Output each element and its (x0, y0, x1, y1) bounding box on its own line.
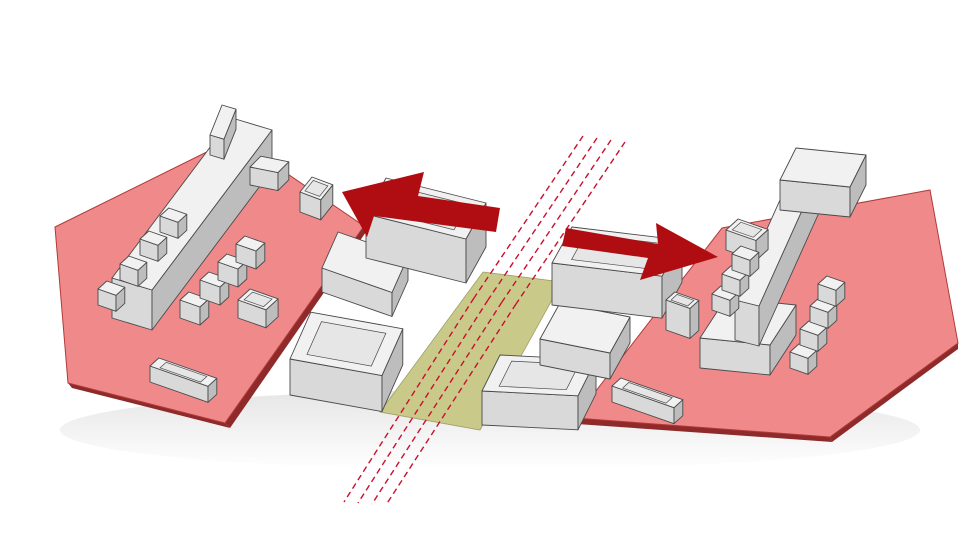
building-21-courtyard (621, 382, 673, 404)
axis-line-4-upper (515, 141, 626, 305)
building-5-roof (97, 280, 126, 296)
axis-lines-upper (473, 135, 626, 305)
building-22-courtyard (670, 294, 695, 307)
axis-line-3-upper (501, 139, 612, 303)
building-14-courtyard (159, 361, 208, 383)
building-6-roof (119, 255, 148, 271)
building-18-front-face (481, 390, 579, 431)
building-3-roof (249, 155, 290, 174)
axis-lines-lower (343, 297, 517, 506)
arrow-right-icon (562, 223, 718, 280)
axis-line-1-lower (343, 297, 475, 503)
left-site-edge-front (68, 383, 230, 428)
building-12-roof (235, 235, 266, 252)
building-7-roof (139, 230, 168, 246)
axis-line-3-lower (371, 301, 503, 505)
right-site-edge-right (830, 343, 958, 442)
building-15-courtyard (306, 321, 387, 367)
building-33-roof (817, 275, 846, 291)
building-4-courtyard (304, 180, 329, 197)
building-8-roof (159, 207, 188, 223)
right-site-edge-front (575, 418, 832, 442)
building-19-roof (539, 302, 631, 354)
axis-line-2-upper (487, 137, 598, 301)
axis-line-1-upper (473, 135, 584, 299)
arrow-left-icon (342, 172, 500, 237)
building-2-roof (209, 104, 237, 140)
axis-line-2-lower (357, 299, 489, 504)
building-29-roof (731, 245, 760, 261)
building-13-courtyard (243, 291, 273, 308)
central-green-strip (379, 271, 563, 431)
building-25-roof (779, 147, 867, 188)
building-26-courtyard (731, 221, 763, 238)
